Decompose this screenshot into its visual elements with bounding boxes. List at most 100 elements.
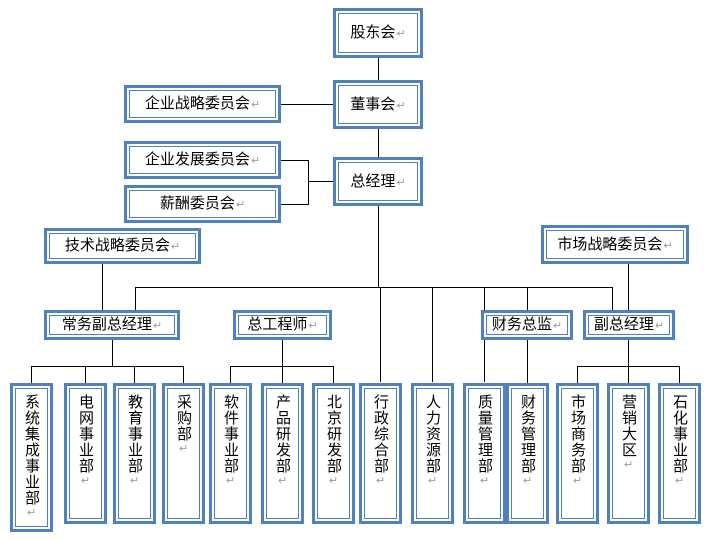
paragraph-return-icon: ↵ <box>177 442 189 456</box>
paragraph-return-icon: ↵ <box>521 474 533 488</box>
connector-compensation-stub <box>280 204 308 205</box>
node-label-compensation-committee: 薪酬委员会↵ <box>159 195 246 213</box>
paragraph-return-icon: ↵ <box>79 474 91 488</box>
node-label-product-rd-dept: 产品研发部↵ <box>274 394 291 488</box>
node-label-board-of-directors: 董事会↵ <box>350 95 406 113</box>
node-system-integration-div[interactable]: 系统集成事业部↵ <box>10 383 53 532</box>
node-procurement-dept[interactable]: 采购部↵ <box>162 383 205 524</box>
node-label-sales-region: 营销大区↵ <box>620 394 637 472</box>
node-general-manager[interactable]: 总经理↵ <box>333 157 423 206</box>
connector-committee-riser <box>308 160 309 205</box>
paragraph-return-icon: ↵ <box>552 320 563 333</box>
paragraph-return-icon: ↵ <box>654 320 665 333</box>
node-label-power-grid-div: 电网事业部↵ <box>77 394 94 488</box>
node-label-financial-management-dept: 财务管理部↵ <box>519 394 536 488</box>
subbus-drop-product-rd <box>282 366 283 383</box>
node-cfo[interactable]: 财务总监↵ <box>481 310 573 340</box>
connector-deputy-gm-to-subbus <box>628 340 629 366</box>
node-label-chief-engineer: 总工程师↵ <box>247 316 318 334</box>
subbus-executive-deputy-gm <box>31 366 183 367</box>
node-shareholders-meeting[interactable]: 股东会↵ <box>333 8 423 58</box>
connector-corporate-strategy-to-board <box>280 104 335 105</box>
node-compensation-committee[interactable]: 薪酬委员会↵ <box>124 185 281 223</box>
paragraph-return-icon: ↵ <box>235 199 246 212</box>
node-financial-management-dept[interactable]: 财务管理部↵ <box>506 383 549 524</box>
node-sales-region[interactable]: 营销大区↵ <box>607 383 650 524</box>
node-label-system-integration-div: 系统集成事业部↵ <box>23 394 40 520</box>
connector-board-to-gm <box>378 129 379 157</box>
node-beijing-rd-dept[interactable]: 北京研发部↵ <box>312 383 355 524</box>
paragraph-return-icon: ↵ <box>663 239 673 252</box>
main-bus-bar <box>135 287 613 288</box>
subbus-drop-market-business <box>577 366 578 383</box>
connector-shareholders-to-board <box>378 58 379 86</box>
paragraph-return-icon: ↵ <box>327 474 339 488</box>
bus-drop-human-resources <box>432 287 433 382</box>
node-market-business-dept[interactable]: 市场商务部↵ <box>556 383 599 524</box>
node-product-rd-dept[interactable]: 产品研发部↵ <box>261 383 304 524</box>
node-education-div[interactable]: 教育事业部↵ <box>113 383 156 524</box>
bus-drop-executive-deputy-gm <box>135 287 136 310</box>
paragraph-return-icon: ↵ <box>396 28 406 41</box>
node-power-grid-div[interactable]: 电网事业部↵ <box>64 383 107 524</box>
subbus-drop-system-integration <box>31 366 32 383</box>
connector-market-strategy-to-deputy-gm <box>628 264 629 310</box>
paragraph-return-icon: ↵ <box>276 474 288 488</box>
paragraph-return-icon: ↵ <box>396 99 406 112</box>
node-corporate-strategy-committee[interactable]: 企业战略委员会↵ <box>124 85 281 123</box>
paragraph-return-icon: ↵ <box>622 458 634 472</box>
connector-exec-deputy-to-subbus <box>112 340 113 366</box>
node-label-education-div: 教育事业部↵ <box>126 394 143 488</box>
connector-cfo-to-financial-management <box>527 340 528 383</box>
node-label-software-div: 软件事业部↵ <box>222 394 239 488</box>
paragraph-return-icon: ↵ <box>673 474 685 488</box>
node-board-of-directors[interactable]: 董事会↵ <box>333 80 423 129</box>
node-label-executive-deputy-gm: 常务副总经理↵ <box>61 316 163 334</box>
node-label-corporate-strategy-committee: 企业战略委员会↵ <box>144 95 261 113</box>
node-corporate-development-committee[interactable]: 企业发展委员会↵ <box>124 141 281 179</box>
node-market-strategy-committee[interactable]: 市场战略委员会↵ <box>541 225 689 264</box>
node-label-market-strategy-committee: 市场战略委员会↵ <box>557 235 673 253</box>
paragraph-return-icon: ↵ <box>571 474 583 488</box>
paragraph-return-icon: ↵ <box>250 99 261 112</box>
node-software-div[interactable]: 软件事业部↵ <box>209 383 252 524</box>
node-label-corporate-development-committee: 企业发展委员会↵ <box>144 151 261 169</box>
node-label-market-business-dept: 市场商务部↵ <box>569 394 586 488</box>
paragraph-return-icon: ↵ <box>25 506 37 520</box>
subbus-drop-education <box>134 366 135 383</box>
node-executive-deputy-gm[interactable]: 常务副总经理↵ <box>44 310 180 340</box>
node-label-procurement-dept: 采购部↵ <box>175 394 192 456</box>
paragraph-return-icon: ↵ <box>170 241 181 254</box>
subbus-drop-sales-region <box>628 366 629 383</box>
node-label-general-manager: 总经理↵ <box>350 172 406 190</box>
node-label-beijing-rd-dept: 北京研发部↵ <box>325 394 342 488</box>
bus-drop-cfo <box>527 287 528 310</box>
node-technology-strategy-committee[interactable]: 技术战略委员会↵ <box>44 228 201 264</box>
subbus-drop-petrochemical <box>679 366 680 383</box>
connector-chief-engineer-to-subbus <box>282 340 283 366</box>
paragraph-return-icon: ↵ <box>308 320 318 333</box>
node-admin-general-dept[interactable]: 行政综合部↵ <box>359 383 402 524</box>
paragraph-return-icon: ↵ <box>128 474 140 488</box>
paragraph-return-icon: ↵ <box>250 155 261 168</box>
node-chief-engineer[interactable]: 总工程师↵ <box>233 310 332 340</box>
node-quality-management-dept[interactable]: 质量管理部↵ <box>463 383 506 524</box>
connector-gm-to-main-bus <box>378 206 379 288</box>
subbus-drop-software <box>230 366 231 383</box>
paragraph-return-icon: ↵ <box>478 474 490 488</box>
node-label-admin-general-dept: 行政综合部↵ <box>372 394 389 488</box>
node-label-human-resources-dept: 人力资源部↵ <box>424 394 441 488</box>
node-label-shareholders-meeting: 股东会↵ <box>350 24 406 42</box>
bus-drop-admin-general <box>380 287 381 382</box>
node-label-petrochemical-div: 石化事业部↵ <box>671 394 688 488</box>
node-human-resources-dept[interactable]: 人力资源部↵ <box>411 383 454 524</box>
node-petrochemical-div[interactable]: 石化事业部↵ <box>658 383 701 524</box>
subbus-chief-engineer <box>230 366 333 367</box>
subbus-drop-power-grid <box>85 366 86 383</box>
paragraph-return-icon: ↵ <box>426 474 438 488</box>
paragraph-return-icon: ↵ <box>152 320 163 333</box>
subbus-drop-beijing-rd <box>333 366 334 383</box>
node-deputy-gm[interactable]: 副总经理↵ <box>583 310 675 340</box>
paragraph-return-icon: ↵ <box>396 176 406 189</box>
